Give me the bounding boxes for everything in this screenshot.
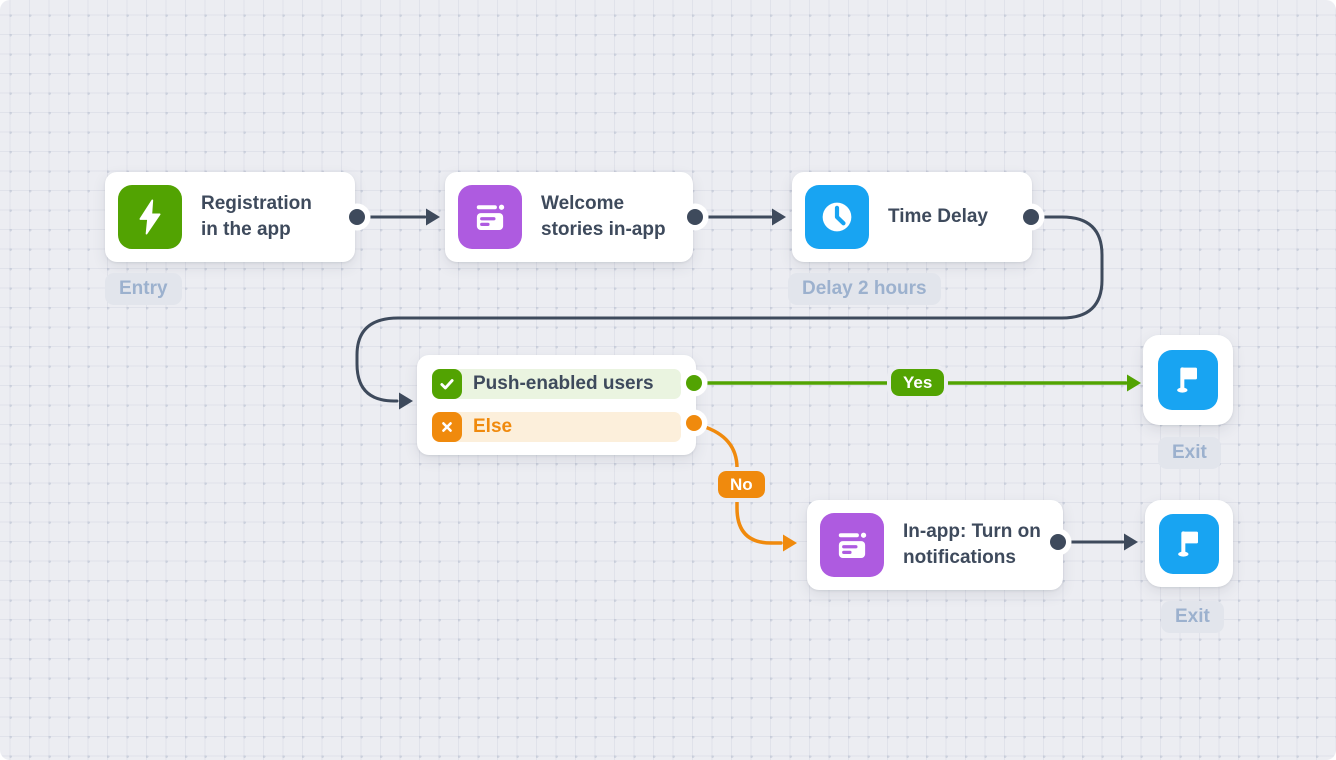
- cross-icon: [432, 411, 462, 442]
- node-time-delay[interactable]: Time Delay: [792, 172, 1032, 262]
- delay-badge: Delay 2 hours: [788, 273, 941, 305]
- node-title: In-app: Turn on notifications: [903, 521, 1041, 568]
- in-app-story-icon: [458, 185, 522, 249]
- arrowhead-yes: [1127, 374, 1141, 392]
- no-edge-badge: No: [714, 467, 769, 502]
- checkmark-icon: [432, 368, 462, 399]
- branch-label: Push-enabled users: [473, 372, 654, 394]
- node-welcome-stories[interactable]: Welcome stories in-app: [445, 172, 693, 262]
- flag-icon: [1158, 350, 1218, 410]
- condition-branch-else[interactable]: Else: [432, 411, 681, 442]
- node-condition[interactable]: Push-enabled users Else: [417, 355, 696, 455]
- node-inapp-notifications[interactable]: In-app: Turn on notifications: [807, 500, 1063, 590]
- arrowhead: [772, 208, 786, 226]
- arrowhead: [399, 392, 413, 410]
- exit-badge: Exit: [1158, 437, 1221, 469]
- clock-icon: [805, 185, 869, 249]
- node-exit-bottom[interactable]: [1145, 500, 1233, 587]
- node-registration[interactable]: Registration in the app: [105, 172, 355, 262]
- condition-branch-push-enabled[interactable]: Push-enabled users: [432, 368, 681, 399]
- arrowhead-no: [783, 534, 797, 552]
- flag-icon: [1159, 513, 1219, 574]
- lightning-bolt-icon: [118, 185, 182, 249]
- node-title: Welcome stories in-app: [541, 193, 666, 240]
- branch-label: Else: [473, 415, 513, 437]
- exit-badge: Exit: [1161, 601, 1224, 633]
- in-app-story-icon: [820, 513, 884, 577]
- node-title: Registration in the app: [201, 193, 312, 240]
- node-exit-top[interactable]: [1143, 335, 1233, 425]
- node-title: Time Delay: [888, 206, 988, 227]
- yes-edge-badge: Yes: [886, 365, 949, 400]
- arrowhead: [1124, 533, 1138, 551]
- entry-badge: Entry: [105, 273, 182, 305]
- arrowhead: [426, 208, 440, 226]
